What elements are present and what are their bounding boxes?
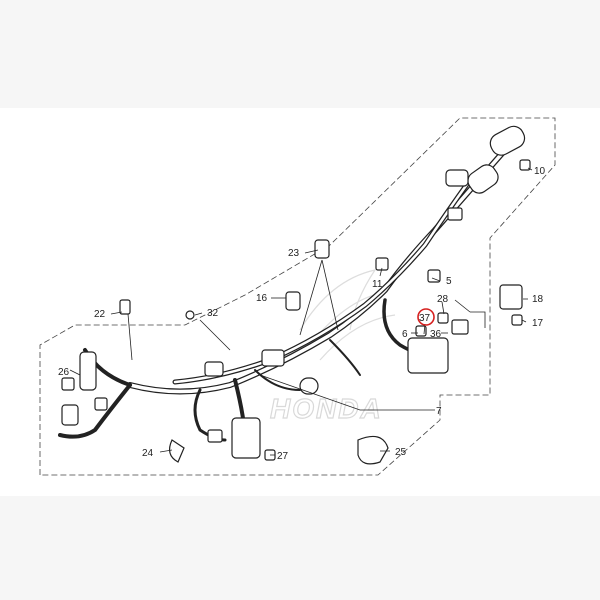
part-label-36[interactable]: 36 xyxy=(430,329,442,340)
part-label-22[interactable]: 22 xyxy=(94,309,106,320)
part-label-11[interactable]: 11 xyxy=(372,279,383,290)
harness-components xyxy=(61,125,531,465)
highlight-circle xyxy=(417,308,435,326)
part-label-16[interactable]: 16 xyxy=(256,293,268,304)
assembly-frame xyxy=(39,117,556,476)
part-label-5[interactable]: 5 xyxy=(446,276,452,287)
part-label-37[interactable]: 37 xyxy=(419,313,431,324)
part-label-17[interactable]: 17 xyxy=(532,318,544,329)
part-label-28[interactable]: 28 xyxy=(437,294,449,305)
part-label-10[interactable]: 10 xyxy=(534,166,546,177)
part-label-25[interactable]: 25 xyxy=(395,447,407,458)
part-label-18[interactable]: 18 xyxy=(532,294,544,305)
watermark-text: HONDA xyxy=(270,393,383,424)
part-label-6[interactable]: 6 xyxy=(402,329,408,340)
part-label-26[interactable]: 26 xyxy=(58,367,70,378)
part-label-32[interactable]: 32 xyxy=(207,308,219,319)
part-label-27[interactable]: 27 xyxy=(277,451,289,462)
leader-lines xyxy=(69,167,533,456)
part-label-7[interactable]: 7 xyxy=(436,406,442,417)
part-label-23[interactable]: 23 xyxy=(288,248,300,259)
part-label-24[interactable]: 24 xyxy=(142,448,154,459)
part-labels: 10 23 5 11 16 28 18 22 32 37 6 36 17 26 … xyxy=(58,166,546,462)
